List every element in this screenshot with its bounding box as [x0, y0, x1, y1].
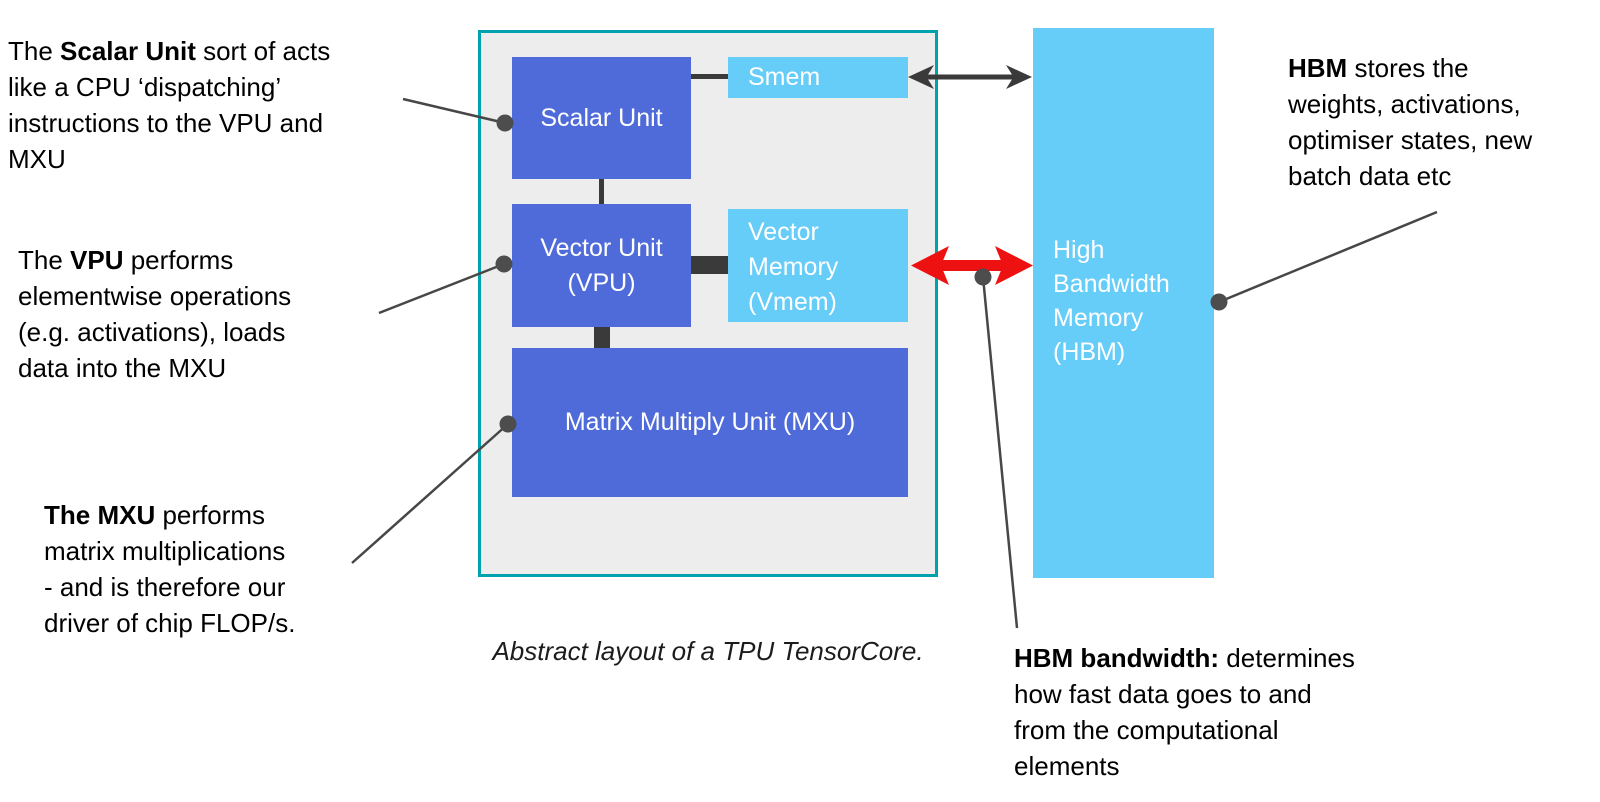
scalar-unit-block: Scalar Unit: [512, 57, 691, 179]
vector-memory-block: Vector Memory (Vmem): [728, 209, 908, 322]
hbm-label-line3: Memory: [1053, 304, 1144, 332]
hbm-label-line4: (HBM): [1053, 338, 1126, 366]
smem-label: Smem: [748, 63, 821, 91]
scalar-unit-label: Scalar Unit: [540, 103, 663, 132]
hbm-block: High Bandwidth Memory (HBM): [1033, 28, 1214, 578]
mxu-block: Matrix Multiply Unit (MXU): [512, 348, 908, 497]
hbm-note-callout-line: [1218, 210, 1438, 304]
hbm-bandwidth-callout-dot: [974, 268, 992, 286]
vector-unit-block: Vector Unit (VPU): [512, 204, 691, 327]
vector-unit-label-line2: (VPU): [567, 268, 636, 297]
vector-memory-label-line1: Vector: [748, 218, 819, 246]
smem-block: Smem: [728, 57, 908, 98]
hbm-bandwidth-note-callout-line: [981, 276, 1019, 629]
vector-memory-label-line2: Memory: [748, 253, 839, 281]
vector-unit-label-line1: Vector Unit: [540, 233, 663, 262]
mxu-label: Matrix Multiply Unit (MXU): [564, 408, 856, 436]
hbm-label-line2: Bandwidth: [1053, 270, 1170, 298]
vector-memory-label-line3: (Vmem): [748, 288, 837, 316]
hbm-label-line1: High: [1053, 236, 1105, 264]
diagram-caption: Abstract layout of a TPU TensorCore.: [492, 636, 924, 666]
